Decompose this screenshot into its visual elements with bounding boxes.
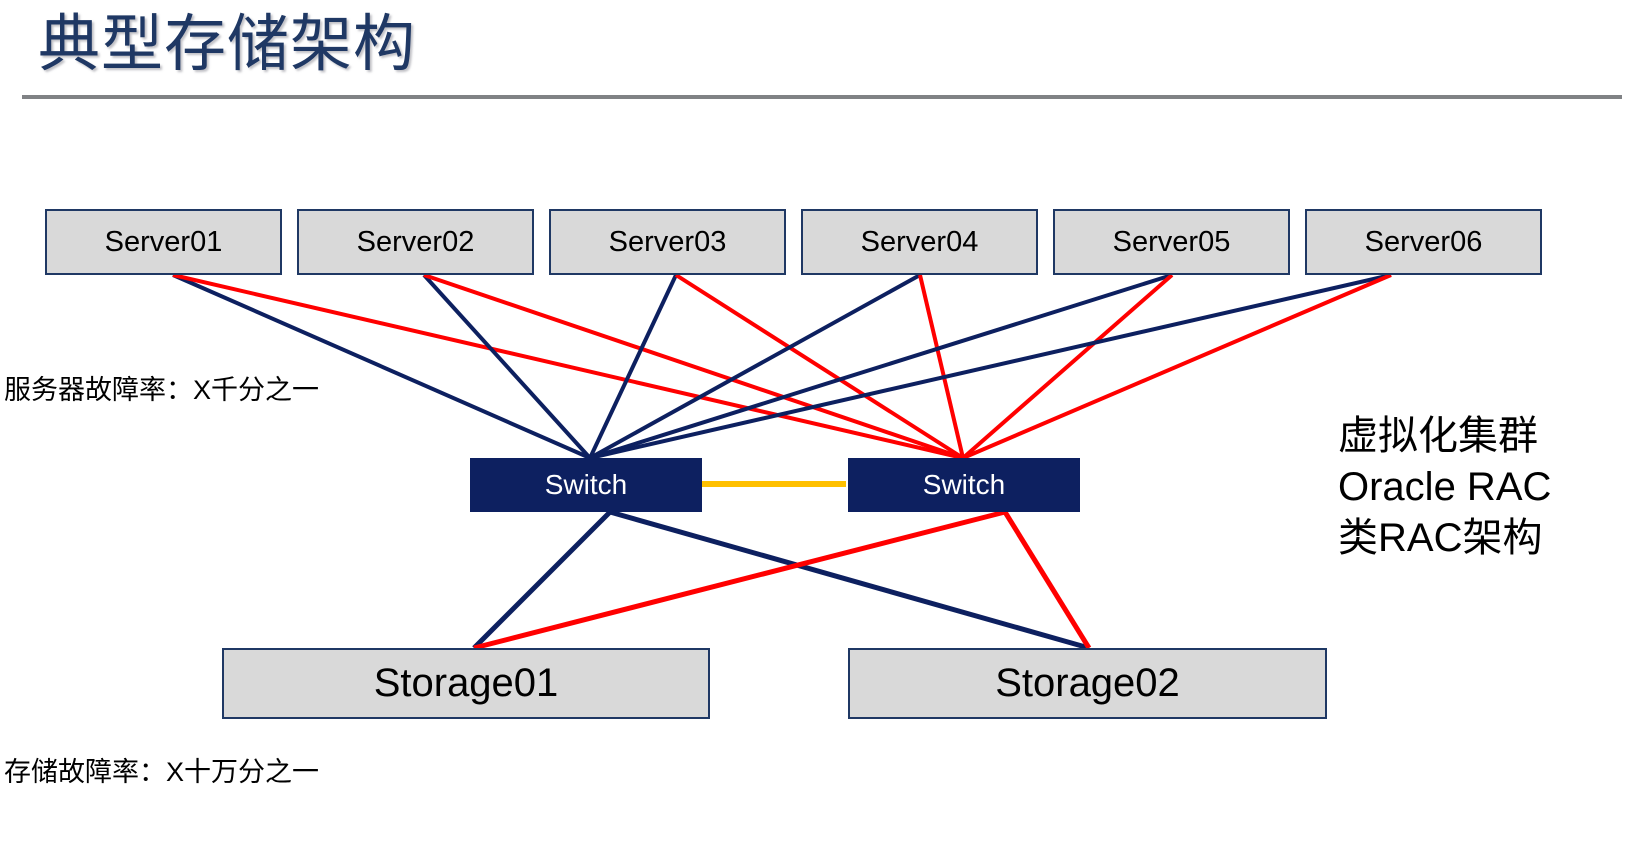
link-server-06-to-switch-right [962, 273, 1392, 460]
node-label: Server06 [1364, 225, 1483, 258]
page-title: 典型存储架构 [38, 10, 417, 79]
node-label: Server01 [104, 225, 223, 258]
cluster-note-line-2: Oracle RAC [1338, 465, 1552, 509]
link-switch-right-to-storage-01 [473, 509, 1006, 651]
node-storage-02[interactable]: Storage02 [848, 648, 1327, 719]
title-divider [22, 95, 1622, 99]
node-label: Server02 [356, 225, 475, 258]
node-label: Server05 [1112, 225, 1231, 258]
node-storage-01[interactable]: Storage01 [222, 648, 710, 719]
link-switch-right-to-storage-02 [1002, 510, 1092, 650]
link-server-06-to-switch-left [589, 273, 1392, 460]
node-label: Server04 [860, 225, 979, 258]
link-switch-left-to-storage-01 [472, 510, 612, 650]
link-server-02-to-switch-left [422, 273, 592, 460]
annotation-storage-failure-rate: 存储故障率：X十万分之一 [4, 757, 320, 787]
link-server-05-to-switch-left [589, 273, 1173, 460]
node-switch-left[interactable]: Switch [470, 458, 702, 512]
link-server-04-to-switch-right [918, 274, 965, 459]
node-server-05[interactable]: Server05 [1053, 209, 1290, 275]
cluster-note-line-3: 类RAC架构 [1338, 516, 1543, 560]
link-server-03-to-switch-right [674, 273, 965, 460]
node-server-01[interactable]: Server01 [45, 209, 282, 275]
link-server-01-to-switch-right [172, 273, 964, 460]
annotation-server-failure-rate: 服务器故障率：X千分之一 [4, 375, 320, 405]
node-label: Storage01 [373, 661, 559, 705]
node-label: Storage02 [995, 661, 1180, 705]
cluster-note-line-1: 虚拟化集群 [1338, 414, 1538, 458]
node-label: Switch [544, 469, 628, 500]
node-server-04[interactable]: Server04 [801, 209, 1038, 275]
node-server-02[interactable]: Server02 [297, 209, 534, 275]
link-server-03-to-switch-left [588, 274, 678, 459]
link-server-02-to-switch-right [423, 273, 964, 460]
node-label: Server03 [608, 225, 727, 258]
link-server-05-to-switch-right [961, 273, 1174, 460]
link-switch-left-to-storage-02 [609, 509, 1090, 651]
node-server-03[interactable]: Server03 [549, 209, 786, 275]
link-server-01-to-switch-left [172, 273, 591, 460]
node-label: Switch [922, 469, 1006, 500]
node-server-06[interactable]: Server06 [1305, 209, 1542, 275]
node-switch-right[interactable]: Switch [848, 458, 1080, 512]
cluster-note: 虚拟化集群 Oracle RAC 类RAC架构 [1338, 411, 1551, 564]
link-server-04-to-switch-left [589, 273, 921, 460]
